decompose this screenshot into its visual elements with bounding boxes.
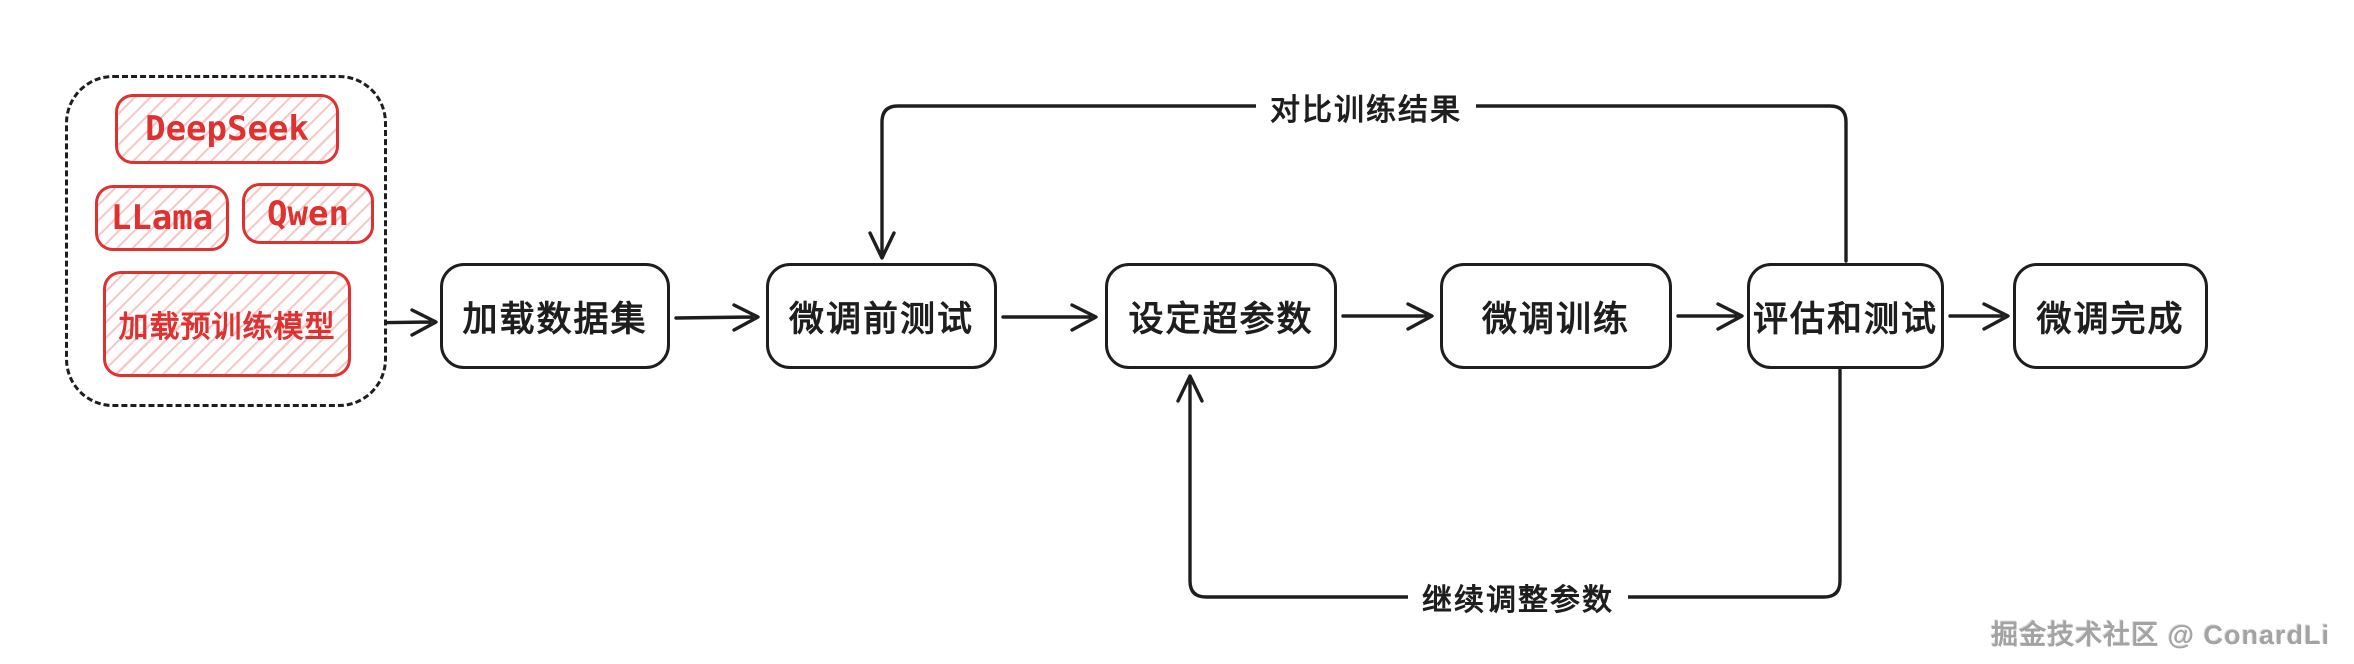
node-llama-label: LLama <box>110 198 214 238</box>
watermark-text: 掘金技术社区 @ ConardLi <box>1991 620 2330 650</box>
node-evaluate-and-test-label: 评估和测试 <box>1752 299 1938 339</box>
node-set-hyperparameters-label: 设定超参数 <box>1128 299 1314 339</box>
arrow-pretest-to-hyperparams <box>1001 303 1098 332</box>
node-deepseek: DeepSeek <box>115 94 339 164</box>
node-load-pretrained-model-label: 加载预训练模型 <box>118 311 336 344</box>
node-finetune-done-label: 微调完成 <box>2036 299 2185 339</box>
node-qwen-label: Qwen <box>267 193 349 234</box>
node-load-dataset: 加载数据集 <box>440 263 670 369</box>
node-qwen: Qwen <box>242 183 374 244</box>
arrow-training-to-eval <box>1676 302 1744 331</box>
node-load-pretrained-model: 加载预训练模型 <box>103 271 351 377</box>
arrow-adjust-params-loop <box>1176 368 1842 599</box>
node-load-dataset-label: 加载数据集 <box>462 299 648 339</box>
node-pre-finetune-test: 微调前测试 <box>766 263 997 369</box>
node-finetune-done: 微调完成 <box>2013 263 2208 369</box>
node-evaluate-and-test: 评估和测试 <box>1747 263 1944 369</box>
node-set-hyperparameters: 设定超参数 <box>1105 263 1337 369</box>
adjust-params-arrow-label: 继续调整参数 <box>1408 573 1628 621</box>
compare-results-arrow-label: 对比训练结果 <box>1256 83 1476 131</box>
arrow-eval-to-done <box>1948 302 2010 331</box>
node-finetune-training: 微调训练 <box>1440 263 1672 369</box>
node-deepseek-label: DeepSeek <box>145 109 309 149</box>
arrow-hyperparams-to-training <box>1341 302 1434 331</box>
node-finetune-training-label: 微调训练 <box>1481 299 1630 339</box>
node-llama: LLama <box>95 185 229 251</box>
node-pre-finetune-test-label: 微调前测试 <box>788 299 974 339</box>
arrow-dataset-to-pretest <box>674 303 760 332</box>
